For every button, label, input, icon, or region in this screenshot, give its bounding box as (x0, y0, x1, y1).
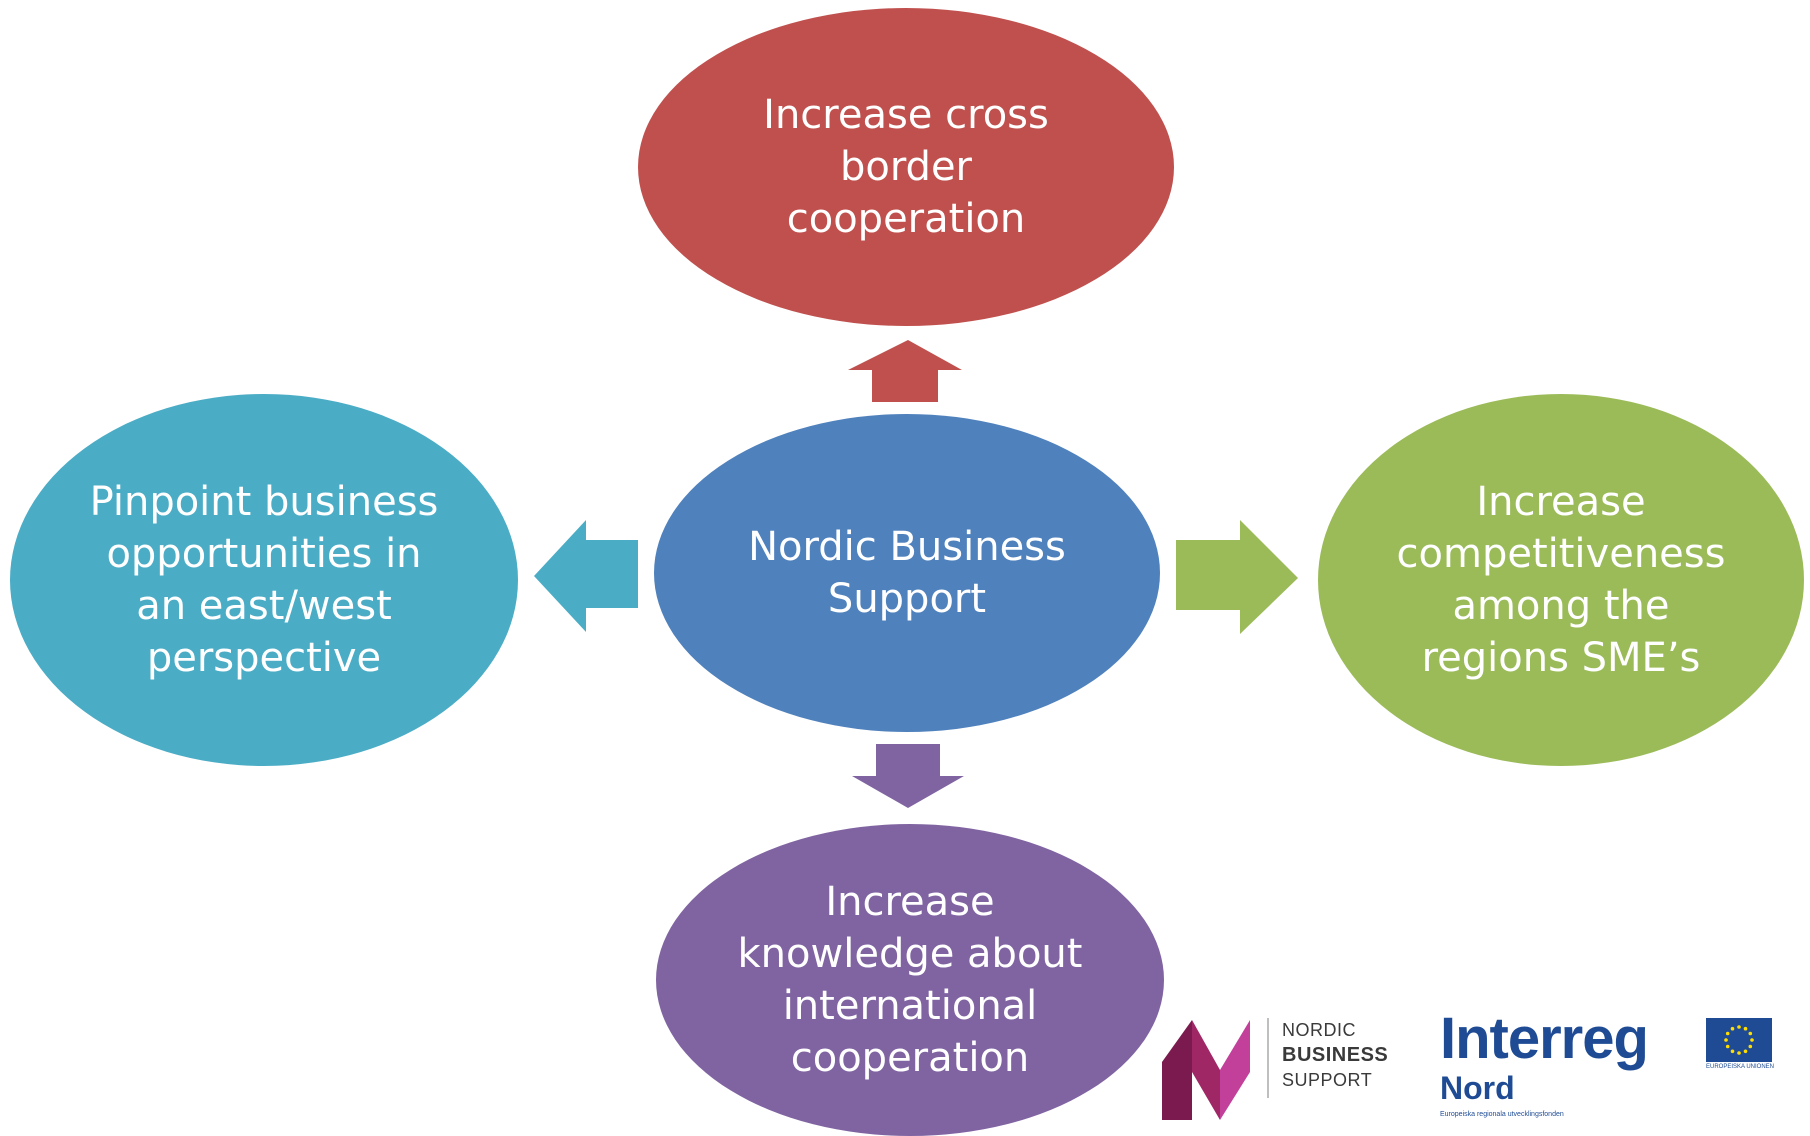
nbs-divider (1267, 1018, 1269, 1098)
center-text: Nordic Business Support (748, 524, 1066, 622)
arrow-right (1176, 520, 1298, 634)
eu-flag-icon (1706, 1018, 1772, 1062)
arrow-up (848, 340, 962, 402)
goal-cross-border-text: Increase cross border cooperation (763, 92, 1049, 242)
goal-competitiveness: Increase competitiveness among the regio… (1318, 394, 1804, 766)
goal-cross-border: Increase cross border cooperation (638, 8, 1174, 326)
interreg-logo: Interreg Nord Europeiska regionala utvec… (1440, 1008, 1680, 1120)
goal-competitiveness-text: Increase competitiveness among the regio… (1396, 479, 1726, 681)
center-nordic-business-support: Nordic Business Support (654, 414, 1160, 732)
nbs-line3: SUPPORT (1282, 1070, 1373, 1090)
goal-business-opportunities-text: Pinpoint business opportunities in an ea… (89, 479, 439, 681)
goal-knowledge-text: Increase knowledge about international c… (737, 879, 1083, 1081)
goal-business-opportunities: Pinpoint business opportunities in an ea… (10, 394, 518, 766)
arrow-down (852, 744, 964, 808)
nbs-logo-text: NORDIC BUSINESS SUPPORT (1282, 1018, 1388, 1093)
nbs-logo-mark (1162, 1020, 1250, 1120)
interreg-brand: Interreg (1440, 1006, 1649, 1071)
interreg-subtitle: Europeiska regionala utvecklingsfonden (1440, 1111, 1564, 1118)
interreg-region: Nord (1440, 1070, 1515, 1106)
nbs-line1: NORDIC (1282, 1020, 1356, 1040)
eu-label: EUROPEISKA UNIONEN (1706, 1064, 1775, 1070)
goal-knowledge: Increase knowledge about international c… (656, 824, 1164, 1136)
arrow-left (534, 520, 638, 632)
nbs-line2: BUSINESS (1282, 1044, 1389, 1066)
